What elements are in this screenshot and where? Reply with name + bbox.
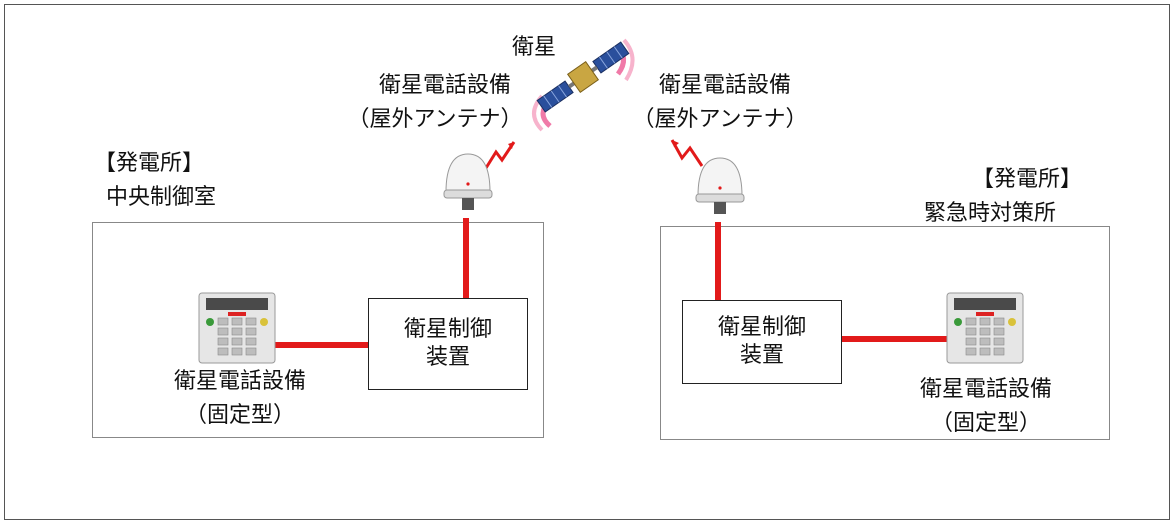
left-antenna-icon [443, 153, 493, 210]
right-signal-icon [670, 139, 704, 167]
left-site-title: 【発電所】 [94, 151, 205, 176]
right-room-box [660, 226, 1110, 440]
left-signal-icon [484, 141, 516, 169]
right-phone-sub: （固定型） [930, 411, 1041, 436]
satellite-label: 衛星 [512, 35, 557, 60]
right-controller-line1: 衛星制御 [717, 315, 806, 340]
satellite-icon [532, 38, 635, 132]
diagram-frame [4, 4, 1170, 520]
right-antenna-label: 衛星電話設備 [658, 73, 791, 98]
right-phone-icon [946, 292, 1024, 364]
right-phone-cable [842, 336, 948, 342]
left-controller-box: 衛星制御 装置 [368, 298, 528, 390]
left-controller-line2: 装置 [425, 345, 470, 370]
left-antenna-cable [463, 218, 469, 300]
right-site-title: 【発電所】 [972, 167, 1083, 192]
right-antenna-icon [695, 157, 745, 214]
right-antenna-cable [715, 222, 721, 302]
left-phone-label: 衛星電話設備 [173, 369, 306, 394]
left-phone-cable [272, 342, 368, 348]
left-phone-icon [198, 292, 276, 364]
right-room-name: 緊急時対策所 [924, 201, 1057, 226]
right-controller-box: 衛星制御 装置 [682, 300, 842, 384]
right-antenna-sub: （屋外アンテナ） [632, 107, 808, 132]
left-antenna-label: 衛星電話設備 [378, 73, 511, 98]
left-room-name: 中央制御室 [106, 185, 217, 210]
left-antenna-sub: （屋外アンテナ） [347, 107, 523, 132]
right-phone-label: 衛星電話設備 [919, 377, 1052, 402]
left-phone-sub: （固定型） [184, 403, 295, 428]
right-controller-line2: 装置 [739, 343, 784, 368]
left-controller-line1: 衛星制御 [403, 317, 492, 342]
